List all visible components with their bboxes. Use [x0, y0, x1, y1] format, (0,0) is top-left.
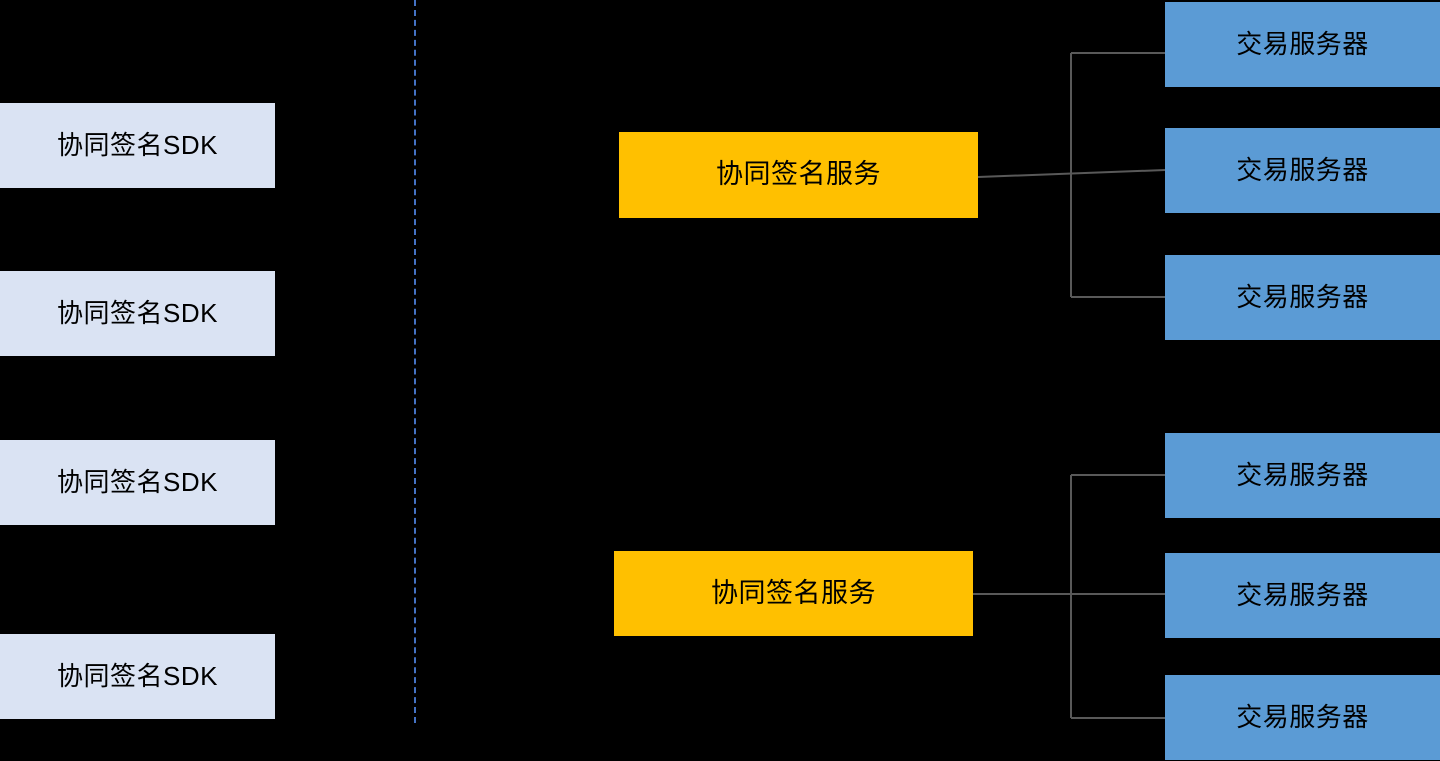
sdk-node-1[interactable]: 协同签名SDK — [0, 103, 275, 188]
transaction-server-node-2-label: 交易服务器 — [1236, 155, 1369, 186]
transaction-server-node-6-label: 交易服务器 — [1236, 702, 1369, 733]
connector-group-bottom — [973, 474, 1165, 719]
sdk-node-2-label: 协同签名SDK — [57, 298, 218, 329]
signing-service-node-1-label: 协同签名服务 — [716, 159, 881, 190]
sdk-node-4-label: 协同签名SDK — [57, 661, 218, 692]
sdk-node-1-label: 协同签名SDK — [57, 130, 218, 161]
transaction-server-node-1[interactable]: 交易服务器 — [1165, 2, 1440, 87]
sdk-node-4[interactable]: 协同签名SDK — [0, 634, 275, 719]
connector-group-top — [977, 52, 1166, 298]
signing-service-node-2[interactable]: 协同签名服务 — [614, 551, 973, 636]
sdk-node-3-label: 协同签名SDK — [57, 467, 218, 498]
signing-service-node-2-label: 协同签名服务 — [711, 577, 876, 608]
transaction-server-node-3[interactable]: 交易服务器 — [1165, 255, 1440, 340]
sdk-node-3[interactable]: 协同签名SDK — [0, 440, 275, 525]
sdk-node-2[interactable]: 协同签名SDK — [0, 271, 275, 356]
transaction-server-node-4[interactable]: 交易服务器 — [1165, 433, 1440, 518]
transaction-server-node-2[interactable]: 交易服务器 — [1165, 128, 1440, 213]
section-divider — [414, 0, 416, 723]
transaction-server-node-5[interactable]: 交易服务器 — [1165, 553, 1440, 638]
transaction-server-node-6[interactable]: 交易服务器 — [1165, 675, 1440, 760]
transaction-server-node-5-label: 交易服务器 — [1236, 580, 1369, 611]
transaction-server-node-3-label: 交易服务器 — [1236, 282, 1369, 313]
transaction-server-node-1-label: 交易服务器 — [1236, 29, 1369, 60]
connector-spine-top — [977, 169, 1166, 178]
transaction-server-node-4-label: 交易服务器 — [1236, 460, 1369, 491]
signing-service-node-1[interactable]: 协同签名服务 — [619, 132, 978, 218]
